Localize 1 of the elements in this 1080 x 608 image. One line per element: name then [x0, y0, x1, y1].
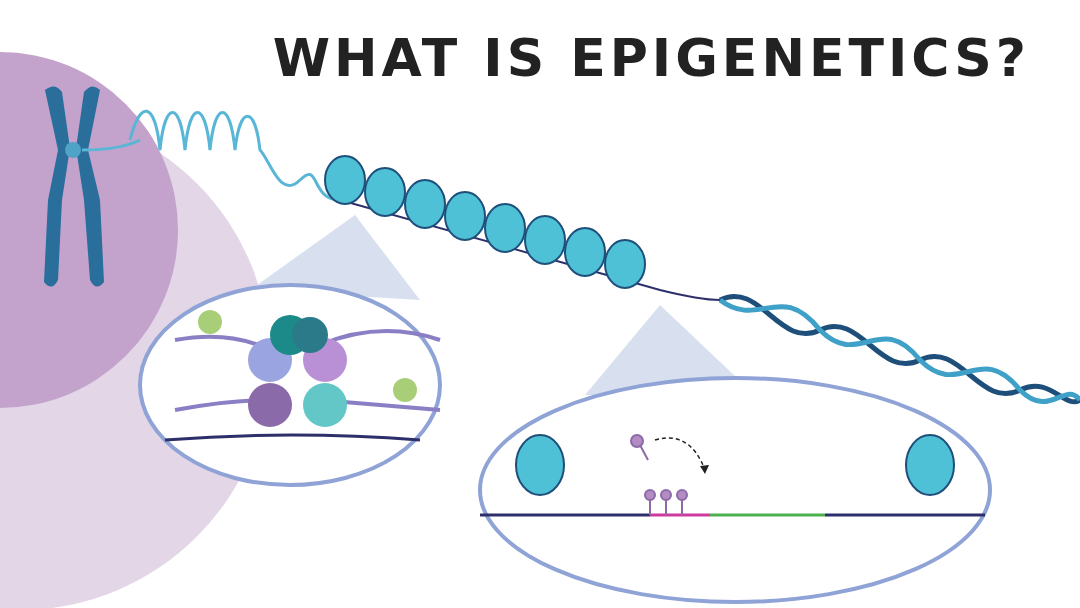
title: WHAT IS EPIGENETICS? [272, 28, 1030, 88]
